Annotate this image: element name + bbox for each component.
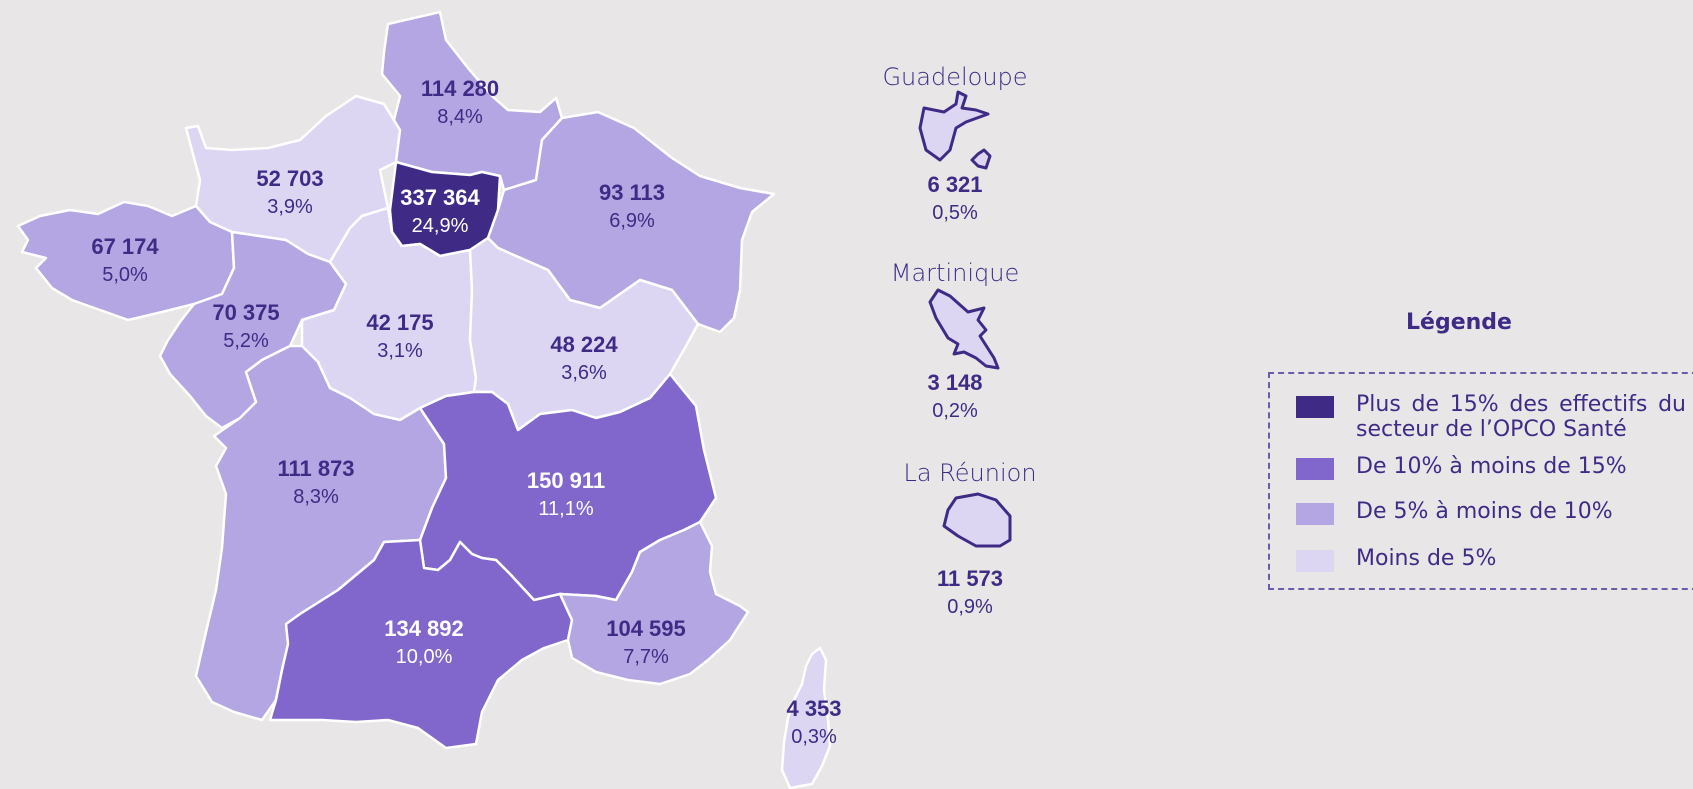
- legend-box: Plus de 15% des effectifs du secteur de …: [1268, 372, 1693, 590]
- region-value-nouvelle-aquitaine: 111 873: [277, 456, 354, 481]
- region-pct-auvergne-rhone-alpes: 11,1%: [538, 498, 593, 520]
- legend-swatch-dark: [1296, 396, 1334, 418]
- overseas-shape-la-reunion-0: [942, 492, 1012, 548]
- overseas-shape-guadeloupe-1: [970, 148, 992, 170]
- region-pct-bretagne: 5,0%: [102, 264, 148, 286]
- overseas-shape-martinique-0: [928, 288, 1000, 370]
- overseas-pct-martinique: 0,2%: [932, 400, 978, 422]
- region-pct-occitanie: 10,0%: [396, 646, 453, 668]
- legend-swatch-medium: [1296, 458, 1334, 480]
- region-value-occitanie: 134 892: [384, 616, 464, 641]
- overseas-pct-guadeloupe: 0,5%: [932, 202, 978, 224]
- overseas-shape-guadeloupe-0: [918, 90, 990, 162]
- region-value-ile-de-france: 337 364: [400, 185, 480, 210]
- legend-label-lightest: Moins de 5%: [1356, 546, 1497, 571]
- legend-item-medium: De 10% à moins de 15%: [1296, 454, 1686, 480]
- overseas-pct-la-reunion: 0,9%: [947, 596, 993, 618]
- region-pct-corse: 0,3%: [791, 726, 837, 748]
- overseas-name-martinique: Martinique: [891, 259, 1019, 287]
- overseas-name-guadeloupe: Guadeloupe: [882, 63, 1027, 91]
- region-pct-centre-val-de-loire: 3,1%: [377, 340, 423, 362]
- legend-label-dark: Plus de 15% des effectifs du secteur de …: [1356, 392, 1686, 442]
- region-value-centre-val-de-loire: 42 175: [366, 310, 433, 335]
- region-hauts-de-france: [378, 10, 564, 192]
- region-value-hauts-de-france: 114 280: [421, 76, 499, 101]
- region-value-normandie: 52 703: [256, 166, 323, 191]
- legend-title: Légende: [1406, 310, 1512, 335]
- legend-item-lightest: Moins de 5%: [1296, 546, 1686, 572]
- legend-label-medium: De 10% à moins de 15%: [1356, 454, 1627, 479]
- overseas-value-guadeloupe: 6 321: [927, 172, 982, 197]
- legend-label-light: De 5% à moins de 10%: [1356, 499, 1613, 524]
- region-pct-nouvelle-aquitaine: 8,3%: [293, 486, 339, 508]
- region-pct-ile-de-france: 24,9%: [412, 215, 469, 237]
- legend-swatch-light: [1296, 503, 1334, 525]
- region-corse: [780, 646, 832, 789]
- region-pct-provence-alpes-cote-dazur: 7,7%: [623, 646, 669, 668]
- region-pct-grand-est: 6,9%: [609, 210, 655, 232]
- region-value-provence-alpes-cote-dazur: 104 595: [606, 616, 686, 641]
- region-value-grand-est: 93 113: [599, 180, 665, 205]
- overseas-name-la-reunion: La Réunion: [903, 459, 1036, 487]
- region-pct-pays-de-la-loire: 5,2%: [223, 330, 269, 352]
- region-pct-hauts-de-france: 8,4%: [437, 106, 483, 128]
- region-value-corse: 4 353: [786, 696, 841, 721]
- legend-item-dark: Plus de 15% des effectifs du secteur de …: [1296, 392, 1686, 442]
- region-value-bretagne: 67 174: [91, 234, 159, 259]
- overseas-value-la-reunion: 11 573: [937, 566, 1003, 591]
- legend-swatch-lightest: [1296, 550, 1334, 572]
- region-value-pays-de-la-loire: 70 375: [212, 300, 279, 325]
- region-pct-bourgogne-franche-comte: 3,6%: [561, 362, 607, 384]
- region-value-bourgogne-franche-comte: 48 224: [550, 332, 618, 357]
- region-value-auvergne-rhone-alpes: 150 911: [527, 468, 605, 493]
- overseas-value-martinique: 3 148: [927, 370, 982, 395]
- legend-item-light: De 5% à moins de 10%: [1296, 499, 1686, 525]
- region-pct-normandie: 3,9%: [267, 196, 313, 218]
- region-provence-alpes-cote-dazur: [558, 520, 750, 686]
